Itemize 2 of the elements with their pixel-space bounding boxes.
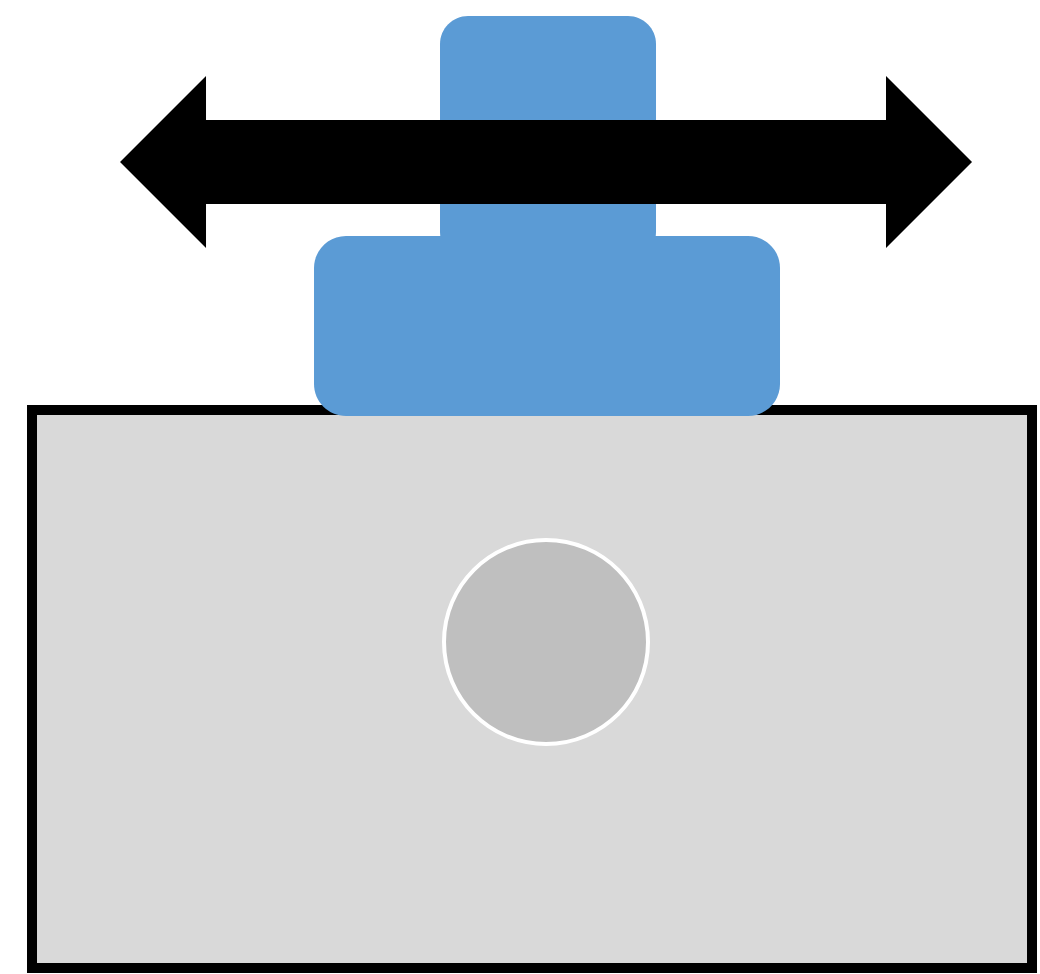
base-block — [27, 405, 1037, 973]
hole — [442, 538, 650, 746]
